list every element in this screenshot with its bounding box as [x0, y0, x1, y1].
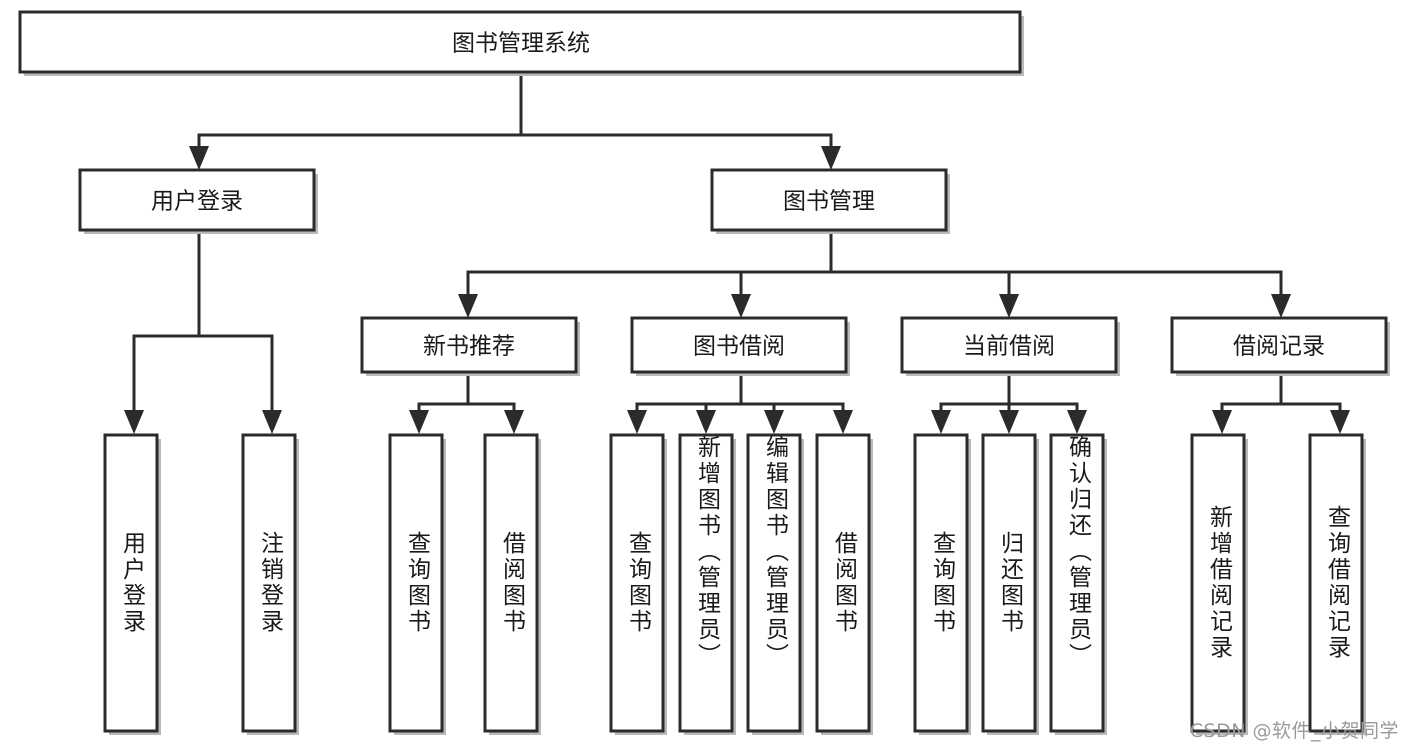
- connectors-borrow-record-to-leaves: [1212, 374, 1350, 434]
- leaf-box-bb-add-book[interactable]: [678, 433, 734, 733]
- node-new-book-recommend[interactable]: 新书推荐: [360, 316, 580, 376]
- arrow-head-bb-edit-book: [764, 410, 784, 434]
- leaf-boxes-new-book-recommend: [388, 433, 541, 735]
- connectors-book-mgmt-to-level3: [458, 232, 1291, 318]
- arrow-head-cb-confirm-return: [1067, 410, 1087, 434]
- arrow-head-leaf-user-login: [124, 410, 144, 434]
- arrow-head-user-login: [189, 146, 209, 170]
- arrow-head-leaf-logout: [262, 410, 282, 434]
- leaf-boxes-current-borrow: [913, 433, 1107, 735]
- arrow-head-bb-borrow-book: [833, 410, 853, 434]
- leaf-box-br-query-record[interactable]: [1308, 433, 1364, 733]
- node-user-login[interactable]: 用户登录: [78, 168, 318, 234]
- book-management-box[interactable]: [710, 168, 948, 232]
- node-borrow-record[interactable]: 借阅记录: [1170, 316, 1390, 376]
- current-borrow-label: 当前借阅: [963, 334, 1055, 360]
- arrow-head-br-add-record: [1212, 410, 1232, 434]
- borrow-record-label: 借阅记录: [1233, 334, 1325, 360]
- connectors-current-borrow-to-leaves: [931, 374, 1087, 434]
- connectors-book-borrow-to-leaves: [627, 374, 853, 434]
- arrow-head-book-mgmt: [821, 146, 841, 170]
- leaf-box-cb-query-book[interactable]: [913, 433, 969, 733]
- arrow-head-bb-query-book: [627, 410, 647, 434]
- arrow-head-cb-query-book: [931, 410, 951, 434]
- book-borrow-label: 图书借阅: [693, 334, 785, 360]
- leaf-box-nb-borrow-book[interactable]: [483, 433, 539, 733]
- root-box[interactable]: [18, 10, 1022, 74]
- arrow-head-nb-query-book: [409, 410, 429, 434]
- book-borrow-box[interactable]: [630, 316, 848, 374]
- leaf-boxes-book-borrow: [609, 433, 873, 735]
- leaf-box-bb-edit-book[interactable]: [746, 433, 802, 733]
- arrow-head-book-borrow: [731, 294, 751, 318]
- node-root[interactable]: 图书管理系统: [18, 10, 1024, 76]
- leaf-boxes-user-login: [103, 433, 299, 735]
- leaf-box-bb-borrow-book[interactable]: [815, 433, 871, 733]
- leaf-box-user-login[interactable]: [103, 433, 159, 733]
- new-book-recommend-label: 新书推荐: [423, 334, 515, 360]
- leaf-box-br-add-record[interactable]: [1190, 433, 1246, 733]
- connectors-root-to-level2: [189, 73, 841, 170]
- leaf-boxes-borrow-record: [1190, 433, 1366, 735]
- leaf-box-logout[interactable]: [241, 433, 297, 733]
- book-management-label: 图书管理: [783, 189, 875, 215]
- arrow-head-new-book: [458, 294, 478, 318]
- node-current-borrow[interactable]: 当前借阅: [900, 316, 1120, 376]
- arrow-head-borrow-record: [1271, 294, 1291, 318]
- node-book-borrow[interactable]: 图书借阅: [630, 316, 850, 376]
- leaf-box-cb-return-book[interactable]: [981, 433, 1037, 733]
- root-label: 图书管理系统: [452, 31, 590, 57]
- arrow-head-br-query-record: [1330, 410, 1350, 434]
- borrow-record-box[interactable]: [1170, 316, 1388, 374]
- csdn-watermark: CSDN @软件_小贺同学: [1189, 720, 1399, 742]
- connectors-new-book-to-leaves: [409, 374, 524, 434]
- leaf-box-bb-query-book[interactable]: [609, 433, 665, 733]
- current-borrow-box[interactable]: [900, 316, 1118, 374]
- leaf-box-cb-confirm-return[interactable]: [1049, 433, 1105, 733]
- connectors-user-login-to-leaves: [124, 232, 282, 434]
- node-book-management[interactable]: 图书管理: [710, 168, 950, 234]
- user-login-label: 用户登录: [151, 189, 243, 215]
- arrow-head-cb-return-book: [999, 410, 1019, 434]
- new-book-recommend-box[interactable]: [360, 316, 578, 374]
- user-login-box[interactable]: [78, 168, 316, 232]
- arrow-head-current-borrow: [999, 294, 1019, 318]
- arrow-head-nb-borrow-book: [504, 410, 524, 434]
- arrow-head-bb-add-book: [696, 410, 716, 434]
- leaf-box-nb-query-book[interactable]: [388, 433, 444, 733]
